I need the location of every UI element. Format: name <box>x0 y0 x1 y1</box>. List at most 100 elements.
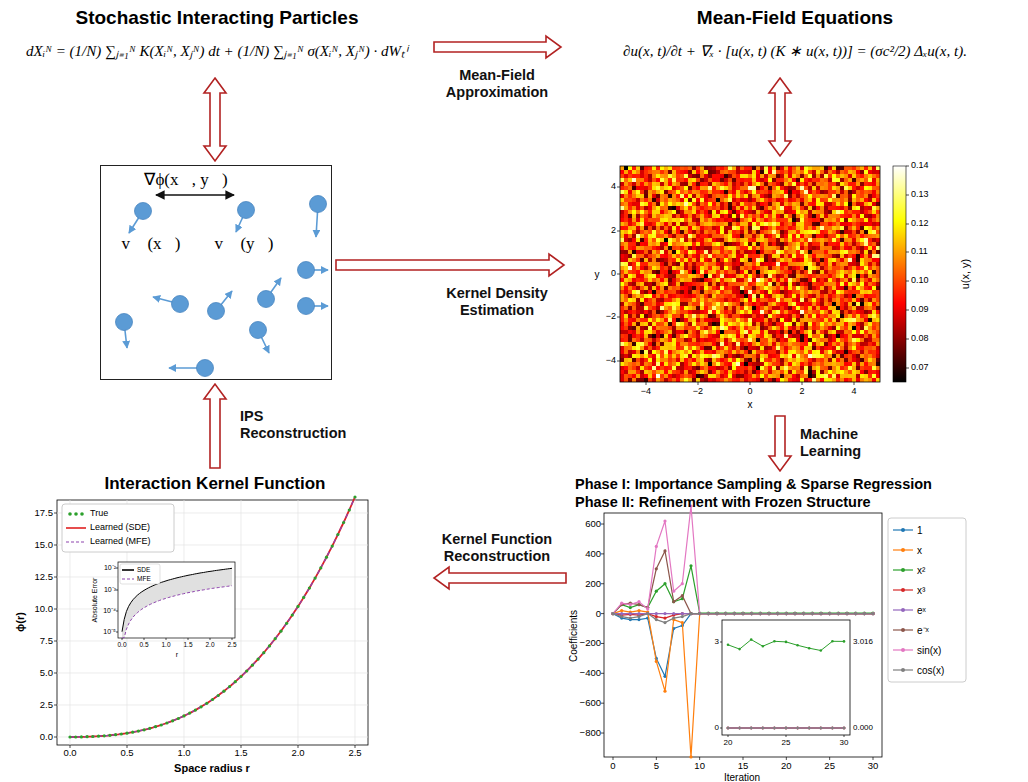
edge-label: Machine Learning <box>800 426 895 461</box>
symbol: v⃗ (x⃗) <box>121 234 180 254</box>
inset-tick: 0 <box>715 724 719 733</box>
axis-title: x <box>748 399 753 410</box>
inset-tick: 10⁻⁵ <box>103 628 116 636</box>
edge-label: Kernel Function Reconstruction <box>422 531 572 566</box>
axis-tick: −2 <box>606 312 616 322</box>
axis-tick: 0 <box>610 761 615 771</box>
colorbar-tick: 0.09 <box>911 305 929 315</box>
colorbar <box>893 166 906 382</box>
block-arrow <box>769 416 791 471</box>
axis-tick: 0 <box>596 608 601 618</box>
inset-axis-title: Absolute Error <box>91 578 99 623</box>
phase-text: Phase II: Refinement with Frozen Structu… <box>575 494 871 511</box>
kernel-inset-curves <box>122 568 232 638</box>
inset-tick: 10⁻² <box>104 564 116 572</box>
legend-text: x³ <box>917 585 925 596</box>
sde-block: Stochastic Interacting ParticlesdXᵢᴺ = (… <box>5 4 430 74</box>
kernel-panel: Interaction Kernel Function <box>6 472 430 780</box>
inset-tick: 0.0 <box>117 641 126 648</box>
kernel-inset <box>118 562 235 638</box>
title: Mean-Field Equations <box>697 7 893 29</box>
block-arrow <box>204 384 226 468</box>
panel-title: Interaction Kernel Function <box>104 474 325 494</box>
legend-sample <box>893 528 913 532</box>
block-arrow <box>204 78 226 161</box>
block-arrow <box>769 78 791 156</box>
axis-tick: 12.5 <box>35 572 54 582</box>
inset-tick: 20 <box>724 739 733 748</box>
axis-title: ϕ(r) <box>14 612 26 632</box>
colorbar-tick: 0.14 <box>911 161 929 171</box>
edge-label: Kernel Density Estimation <box>422 285 572 320</box>
axis-tick: 0 <box>747 387 752 397</box>
axis-tick: 7.5 <box>40 636 53 646</box>
axis-tick: −800 <box>580 728 601 738</box>
block-arrow <box>434 567 566 589</box>
inset-axis-title: r <box>176 651 178 659</box>
axis-tick: 15.0 <box>35 540 54 550</box>
colorbar-label: u(x, y) <box>959 259 972 290</box>
legend-sample <box>893 608 913 612</box>
legend-sample <box>68 512 84 516</box>
inset-tick: 30 <box>840 739 849 748</box>
axis-tick: 10 <box>694 761 705 771</box>
axis-tick: 2 <box>611 226 616 236</box>
phase-text: Phase I: Importance Sampling & Sparse Re… <box>575 476 932 493</box>
heatmap <box>620 166 880 382</box>
axis-title: Space radius r <box>174 762 250 774</box>
axis-title: Coefficients <box>568 610 579 662</box>
coef-legend-box <box>888 518 966 682</box>
inset-tick: 0.5 <box>139 641 148 648</box>
axis-tick: 2.0 <box>291 748 304 758</box>
inset-tick: 1.5 <box>183 641 192 648</box>
coefficient-panel: Phase I: Importance Sampling & Sparse Re… <box>570 475 1022 780</box>
legend-text: eˣ <box>917 605 926 616</box>
colorbar-tick: 0.07 <box>911 363 929 373</box>
inset-tick: 10⁻⁴ <box>103 607 116 615</box>
axis-tick: 17.5 <box>35 508 54 518</box>
axis-tick: 20 <box>781 761 792 771</box>
legend-text: MFE <box>137 575 151 582</box>
value-annotation: 3.016 <box>853 638 873 647</box>
axis-tick: 2.5 <box>40 700 53 710</box>
inset-tick: 10⁻³ <box>104 586 116 594</box>
coef-inset <box>722 620 850 735</box>
legend-text: True <box>90 509 108 519</box>
axis-tick: 4 <box>851 387 856 397</box>
axis-tick: 1.5 <box>234 748 247 758</box>
legend-text: e⁻ˣ <box>917 625 929 636</box>
legend-text: sin(x) <box>917 645 941 656</box>
legend-text: Learned (MFE) <box>90 537 151 547</box>
axis-tick: 0.0 <box>63 748 76 758</box>
axis-tick: 10.0 <box>35 604 54 614</box>
heatmap-panel: u(x, y) <box>568 160 1023 412</box>
legend-sample <box>893 568 913 572</box>
axis-tick: −400 <box>580 668 601 678</box>
edge-label: IPS Reconstruction <box>240 408 345 443</box>
axis-tick: 400 <box>585 549 601 559</box>
kernel-legend-box <box>62 504 174 552</box>
axis-tick: 1.0 <box>177 748 190 758</box>
legend-sample <box>122 579 134 580</box>
axis-title: y <box>595 269 600 280</box>
inset-tick: 2.0 <box>205 641 214 648</box>
edge-label: Mean-Field Approximation <box>427 67 567 102</box>
legend-sample <box>893 588 913 592</box>
coef-inset-lines <box>727 638 846 729</box>
legend-text: 1 <box>917 525 923 536</box>
block-arrow <box>434 36 561 58</box>
axis-tick: −600 <box>580 698 601 708</box>
symbol: v⃗ (y⃗) <box>214 234 273 254</box>
legend-sample <box>893 628 913 632</box>
axis-tick: −4 <box>606 356 616 366</box>
axis-tick: 2.5 <box>348 748 361 758</box>
axis-tick: 0 <box>611 269 616 279</box>
colorbar-tick: 0.11 <box>911 247 928 257</box>
axis-tick: −200 <box>580 638 601 648</box>
particle-illustration <box>124 195 328 368</box>
coef-plot-frame <box>604 513 882 757</box>
formula: dXᵢᴺ = (1/N) ∑ⱼ₌₁ᴺ K(Xᵢᴺ, Xⱼᴺ) dt + (1/N… <box>26 43 408 60</box>
legend-sample <box>66 528 86 529</box>
value-annotation: 0.000 <box>853 724 873 733</box>
